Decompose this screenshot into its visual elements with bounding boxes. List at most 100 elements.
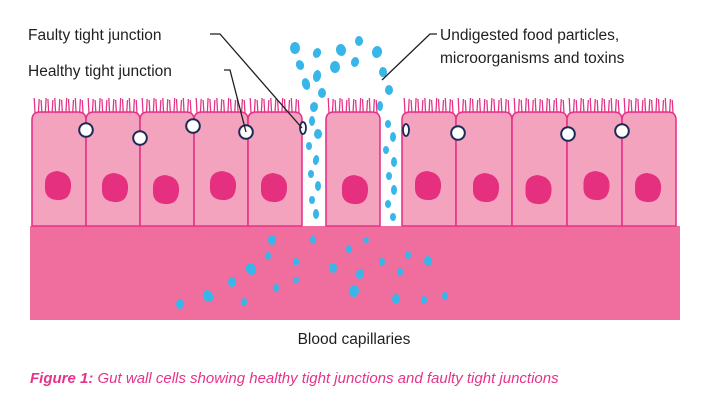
epithelial-cell: [85, 97, 141, 227]
particle: [363, 237, 369, 243]
epithelial-cell: [31, 97, 87, 227]
cell-body: [325, 111, 381, 227]
microvilli: [568, 97, 620, 114]
particle: [346, 245, 352, 253]
particle: [241, 298, 247, 306]
faulty-tight-junction: [299, 121, 307, 135]
cell-nucleus: [583, 171, 610, 201]
blood-capillary-band: [30, 226, 680, 320]
healthy-junction-label: Healthy tight junction: [28, 63, 172, 80]
cell-body: [401, 111, 457, 227]
particles-layer: [176, 36, 448, 309]
cells-layer: [31, 97, 677, 227]
particle: [312, 48, 322, 58]
particle: [228, 277, 236, 287]
faulty-leader-line: [210, 33, 303, 129]
particle: [421, 296, 427, 304]
particle: [308, 170, 314, 178]
faulty-tight-junction: [402, 123, 410, 137]
particle: [176, 299, 184, 309]
healthy-tight-junction: [450, 125, 466, 141]
particle: [385, 200, 391, 208]
cell-nucleus: [260, 173, 288, 203]
faulty-junction-label: Faulty tight junction: [28, 27, 162, 44]
particle: [385, 120, 391, 128]
cell-nucleus: [101, 173, 129, 203]
cell-nucleus: [414, 171, 442, 201]
cell-body: [85, 111, 141, 227]
particle: [318, 88, 326, 98]
particle: [390, 132, 396, 142]
particle: [355, 36, 363, 46]
cell-nucleus: [341, 175, 369, 205]
particle: [330, 61, 340, 73]
particle: [309, 102, 319, 112]
particles-leader-line: [381, 33, 437, 81]
epithelial-cell: [455, 97, 513, 227]
particle: [245, 263, 257, 275]
particle: [306, 142, 312, 150]
particle: [313, 209, 319, 219]
particle: [202, 290, 214, 302]
microvilli: [403, 97, 454, 114]
cell-nucleus: [44, 171, 72, 201]
epithelial-cell: [566, 97, 623, 227]
healthy-tight-junction: [132, 130, 148, 146]
cell-nucleus: [472, 173, 500, 203]
particle: [397, 268, 403, 276]
microvilli: [195, 97, 246, 114]
cell-nucleus: [525, 175, 552, 205]
particle: [424, 256, 432, 266]
particles-label-line1: Undigested food particles,: [440, 27, 619, 44]
blood-capillaries-label: Blood capillaries: [298, 331, 411, 348]
epithelial-cell: [139, 97, 195, 227]
particle: [310, 236, 316, 244]
particle: [314, 129, 322, 139]
cell-body: [247, 111, 303, 227]
caption-prefix: Figure 1:: [30, 370, 94, 387]
epithelial-cell: [621, 97, 677, 227]
particle: [391, 185, 397, 195]
healthy-tight-junction: [560, 126, 576, 142]
particle: [295, 60, 305, 70]
particle: [290, 42, 300, 54]
particle: [329, 263, 337, 273]
particle: [379, 67, 387, 77]
particle: [312, 155, 320, 165]
epithelial-cell: [511, 97, 568, 227]
particle: [349, 285, 359, 297]
epithelial-cell: [401, 97, 457, 227]
healthy-tight-junction: [185, 118, 201, 134]
particle: [391, 157, 397, 167]
particle: [386, 172, 392, 180]
particle: [379, 258, 385, 266]
epithelial-cell: [193, 97, 249, 227]
particle: [371, 46, 383, 58]
cell-body: [621, 111, 677, 227]
particle: [293, 258, 299, 266]
particle: [377, 101, 383, 111]
particles-label-line2: microorganisms and toxins: [440, 50, 625, 67]
microvilli: [141, 97, 192, 114]
epithelial-cell: [325, 97, 381, 227]
particle: [392, 294, 400, 304]
particle: [309, 196, 315, 204]
microvilli: [513, 97, 565, 114]
particle: [405, 251, 411, 259]
junctions-layer: [78, 118, 630, 146]
particle: [273, 284, 279, 292]
cell-body: [566, 111, 623, 227]
particle: [301, 78, 311, 90]
cell-body: [31, 111, 87, 227]
microvilli: [87, 97, 138, 114]
particle: [265, 252, 271, 260]
epithelial-cell: [247, 97, 303, 227]
particle: [383, 146, 389, 154]
particle: [442, 292, 448, 300]
healthy-tight-junction: [614, 123, 630, 139]
microvilli: [623, 97, 674, 114]
particle: [315, 181, 321, 191]
particle: [385, 85, 393, 95]
